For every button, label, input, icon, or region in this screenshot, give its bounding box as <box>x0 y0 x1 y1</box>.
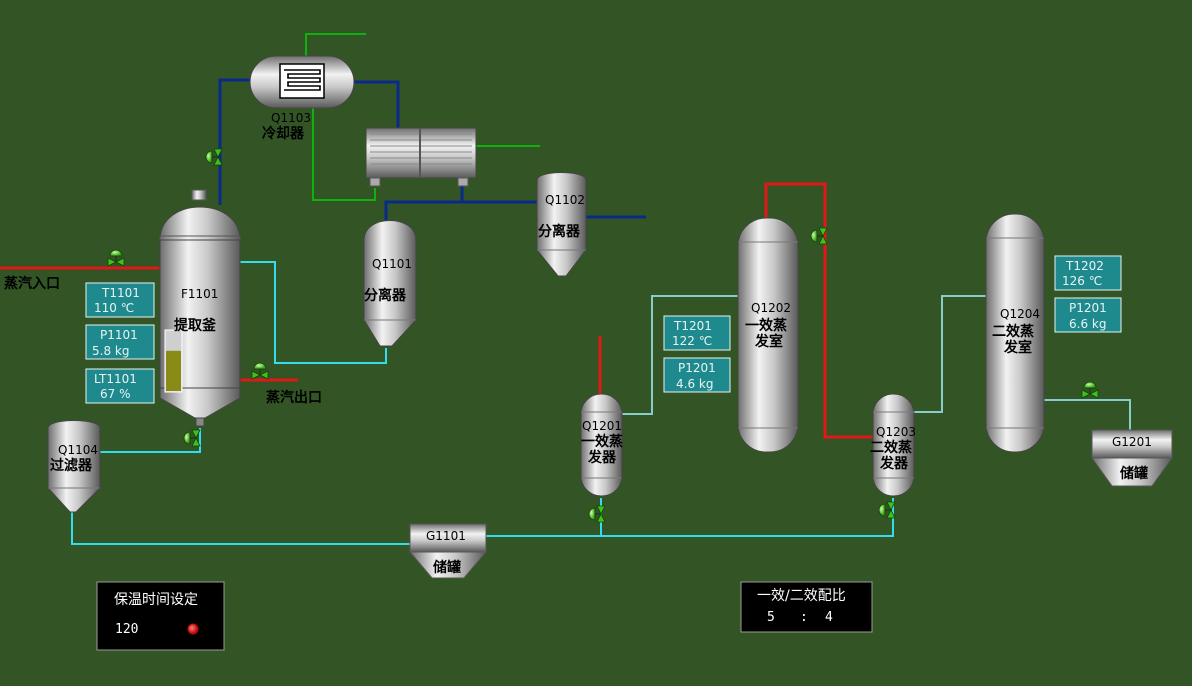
panel-title: 一效/二效配比 <box>757 588 846 604</box>
meter-value: 67 % <box>100 387 131 401</box>
valve-icon-q1204-outlet[interactable] <box>1081 381 1099 399</box>
cooling-water-in <box>305 33 366 56</box>
equipment-name-line1: 二效蒸 <box>992 323 1034 340</box>
level-gauge-fill <box>166 350 181 391</box>
vapor-pipe-q1201-q1202 <box>622 295 740 415</box>
filter-q1104[interactable]: Q1104 过滤器 <box>47 420 101 513</box>
meter-tag: P1201 <box>678 361 716 375</box>
equipment-name-line2: 发室 <box>754 333 783 350</box>
equipment-name: 冷却器 <box>262 125 305 142</box>
equipment-name-line2: 发室 <box>1003 339 1032 356</box>
meter-value: 122 ℃ <box>672 334 712 348</box>
meter-tag: T1101 <box>101 286 140 300</box>
steam-outlet-label: 蒸汽出口 <box>266 389 322 406</box>
separator-q1102[interactable]: Q1102 分离器 <box>536 172 587 277</box>
steam-pipe-q1202-q1203 <box>764 182 873 439</box>
equipment-name: 储罐 <box>1119 465 1148 482</box>
ratio-value-a[interactable]: 5 <box>767 610 775 625</box>
meter-tag: T1202 <box>1065 259 1104 273</box>
meter-p1101[interactable]: P1101 5.8 kg <box>85 324 155 360</box>
product-pipe-g1101-evaporators <box>486 498 894 537</box>
hold-time-value[interactable]: 120 <box>115 622 138 637</box>
storage-tank-g1101[interactable]: G1101 储罐 <box>408 523 488 579</box>
equipment-name-line1: 一效蒸 <box>745 317 787 334</box>
meter-tag: T1201 <box>673 319 712 333</box>
equipment-id: G1101 <box>426 529 466 543</box>
meter-lt1101[interactable]: LT1101 67 % <box>85 368 155 404</box>
ratio-panel[interactable]: 一效/二效配比 5 : 4 <box>740 581 873 633</box>
ratio-value-b[interactable]: 4 <box>825 610 833 625</box>
cooler-q1103[interactable]: Q1103 冷却器 <box>249 55 355 142</box>
product-pipe-f1101-q1101 <box>240 261 387 364</box>
meter-value: 5.8 kg <box>92 344 129 358</box>
meter-t1201[interactable]: T1201 122 ℃ <box>663 315 731 351</box>
meter-tag: P1201 <box>1069 301 1107 315</box>
equipment-id: Q1104 <box>58 443 98 457</box>
meter-value: 110 ℃ <box>94 301 134 315</box>
equipment-id: Q1201 <box>582 419 622 433</box>
equipment-id: F1101 <box>181 287 218 301</box>
equipment-name-line1: 一效蒸 <box>581 433 623 450</box>
hold-time-panel[interactable]: 保温时间设定 120 <box>96 581 225 651</box>
equipment-id: G1201 <box>1112 435 1152 449</box>
separator-q1101[interactable]: Q1101 分离器 <box>363 220 417 347</box>
coolant-pipe-q1103-exchanger <box>352 80 400 130</box>
equipment-id: Q1101 <box>372 257 412 271</box>
meter-p1201-a[interactable]: P1201 4.6 kg <box>663 357 731 393</box>
equipment-name: 储罐 <box>432 559 461 576</box>
coolant-pipe-f1101-q1103 <box>218 78 252 205</box>
equipment-id: Q1102 <box>545 193 585 207</box>
valve-icon-steam-outlet[interactable] <box>251 362 269 380</box>
meter-tag: P1101 <box>100 328 138 342</box>
product-pipe-q1104-g1101 <box>71 512 410 545</box>
valve-icon-f1101-bottom[interactable] <box>183 429 201 447</box>
evaporator-q1203[interactable]: Q1203 二效蒸 发器 <box>870 393 916 497</box>
product-pipe-q1204-g1201 <box>1044 399 1131 430</box>
steam-inlet-label: 蒸汽入口 <box>4 275 60 292</box>
equipment-name: 分离器 <box>364 287 407 304</box>
meter-tag: LT1101 <box>94 372 137 386</box>
meter-value: 6.6 kg <box>1069 317 1106 331</box>
equipment-id: Q1204 <box>1000 307 1040 321</box>
product-pipe-f1101-q1104 <box>100 428 201 453</box>
equipment-id: Q1203 <box>876 425 916 439</box>
equipment-id: Q1202 <box>751 301 791 315</box>
equipment-id: Q1103 <box>271 111 311 125</box>
equipment-name-line1: 二效蒸 <box>870 439 912 456</box>
meter-p1201-b[interactable]: P1201 6.6 kg <box>1054 297 1122 333</box>
evaporation-chamber-q1204[interactable]: Q1204 二效蒸 发室 <box>985 213 1045 453</box>
heat-exchanger[interactable] <box>365 127 477 187</box>
storage-tank-g1201[interactable]: G1201 储罐 <box>1091 429 1173 487</box>
valve-icon-steam-inlet[interactable] <box>107 249 125 267</box>
vapor-pipe-q1203-q1204 <box>914 295 986 413</box>
equipment-name-line2: 发器 <box>879 455 909 472</box>
status-indicator-icon <box>187 623 199 635</box>
valve-icon-q1201-bottom[interactable] <box>588 505 606 523</box>
meter-t1101[interactable]: T1101 110 ℃ <box>85 282 155 318</box>
coolant-pipe-exchanger-q1101 <box>384 185 464 222</box>
evaporator-q1201[interactable]: Q1201 一效蒸 发器 <box>580 393 623 497</box>
pipes <box>0 33 1131 545</box>
extraction-tank-f1101[interactable]: F1101 提取釜 <box>159 189 241 427</box>
meter-t1202[interactable]: T1202 126 ℃ <box>1054 255 1122 291</box>
equipment-name: 提取釜 <box>174 317 217 334</box>
equipment-name-line2: 发器 <box>587 449 617 466</box>
meter-value: 126 ℃ <box>1062 274 1102 288</box>
panel-title: 保温时间设定 <box>114 592 198 608</box>
cooling-water-loop <box>312 108 376 201</box>
equipment-name: 过滤器 <box>50 457 93 474</box>
ratio-separator: : <box>800 610 808 625</box>
meter-value: 4.6 kg <box>676 377 713 391</box>
evaporation-chamber-q1202[interactable]: Q1202 一效蒸 发室 <box>737 217 799 453</box>
equipment-name: 分离器 <box>538 223 581 240</box>
